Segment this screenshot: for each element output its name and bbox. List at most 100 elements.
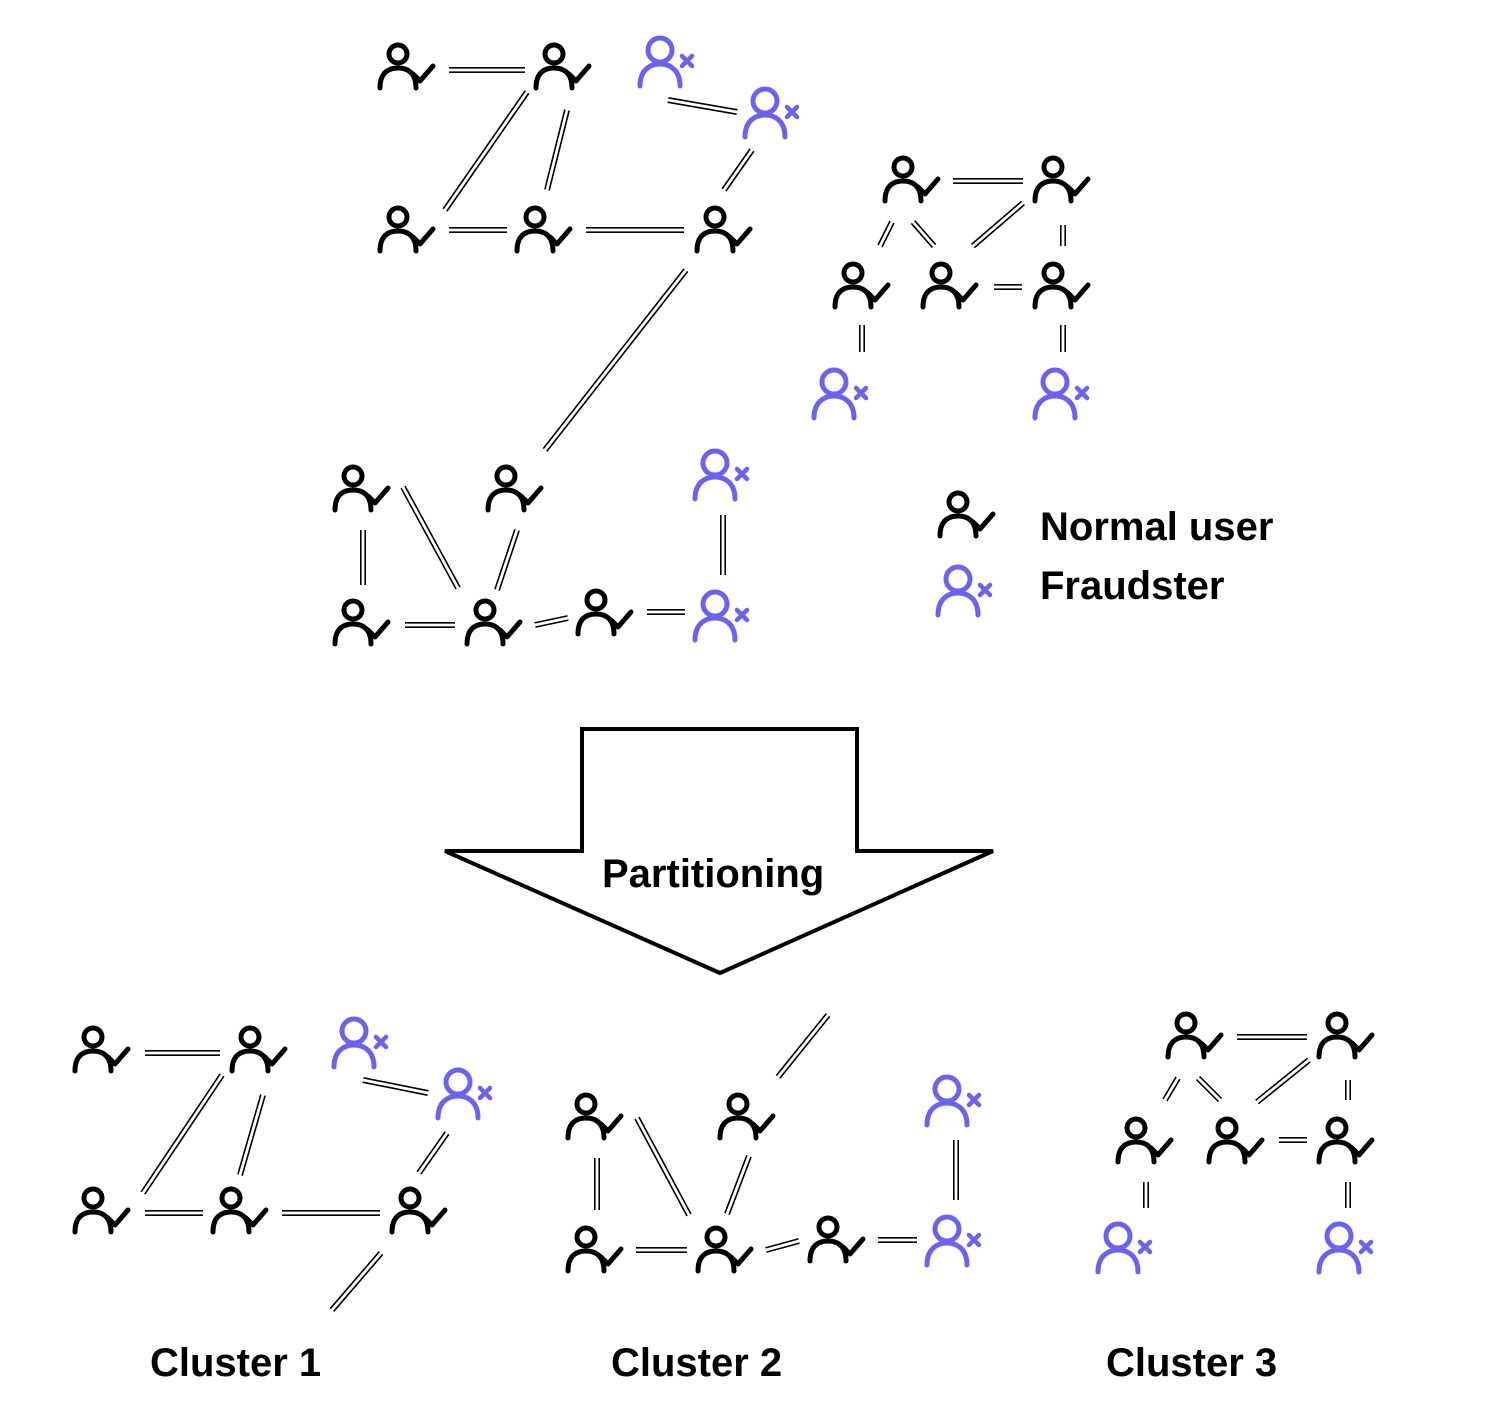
normal-user-icon: [332, 464, 391, 513]
edge: [1279, 1137, 1307, 1143]
partitioning-arrow: [444, 727, 994, 976]
edge: [140, 1073, 225, 1195]
edge: [544, 109, 570, 191]
edge: [636, 1247, 687, 1253]
normal-user-icon: [72, 1025, 131, 1074]
fraudster-icon: [692, 448, 750, 502]
edge: [362, 1077, 429, 1096]
edge: [145, 1050, 220, 1056]
edge: [1143, 1182, 1149, 1208]
normal-user-icon: [464, 598, 523, 647]
normal-user-icon: [832, 261, 891, 310]
legend-fraudster-icon: [935, 564, 993, 618]
fraudster-icon: [1032, 367, 1090, 421]
normal-user-icon: [332, 598, 391, 647]
normal-user-icon: [1165, 1011, 1224, 1060]
normal-user-icon: [377, 42, 436, 91]
edge: [724, 1154, 752, 1216]
edge: [416, 1131, 450, 1175]
normal-user-icon: [210, 1186, 269, 1235]
edge: [542, 268, 689, 452]
normal-user-icon: [514, 205, 573, 254]
normal-user-icon: [533, 42, 592, 91]
normal-user-icon: [389, 1186, 448, 1235]
fraudster-icon: [1095, 1221, 1153, 1275]
edge: [359, 530, 367, 585]
normal-user-icon: [1316, 1116, 1375, 1165]
fraudster-icon: [637, 35, 695, 89]
edge: [1255, 1057, 1311, 1105]
edge: [971, 200, 1025, 249]
fraudster-icon: [692, 589, 750, 643]
normal-user-icon: [575, 588, 634, 637]
edge: [878, 1237, 917, 1243]
fraudster-icon: [435, 1067, 493, 1121]
edge: [400, 485, 461, 590]
fraudster-icon: [1316, 1221, 1374, 1275]
normal-user-icon: [565, 1092, 624, 1141]
edge: [719, 515, 727, 575]
edge: [634, 1116, 692, 1217]
normal-user-icon: [694, 205, 753, 254]
legend-fraud-label: Fraudster: [1040, 564, 1225, 608]
graph-edges: [140, 67, 1351, 1312]
edge: [145, 1210, 203, 1216]
edge: [329, 1251, 384, 1312]
fraudster-icon: [811, 367, 869, 421]
normal-user-icon: [485, 464, 544, 513]
edge: [952, 1140, 960, 1200]
normal-user-icon: [1115, 1116, 1174, 1165]
edge: [1345, 1182, 1351, 1208]
fraudster-icon: [742, 86, 800, 140]
edge: [282, 1210, 380, 1216]
cluster-3-label: Cluster 3: [1106, 1341, 1278, 1385]
edge: [1345, 1080, 1351, 1100]
edge: [647, 608, 685, 616]
cluster-2-label: Cluster 2: [611, 1341, 783, 1385]
normal-user-icon: [1206, 1116, 1265, 1165]
legend-normal-user-icon: [937, 490, 996, 539]
normal-user-icon: [72, 1186, 131, 1235]
normal-user-icon: [229, 1025, 288, 1074]
edge: [721, 148, 755, 192]
fraudster-icon: [924, 1074, 982, 1128]
edge: [449, 227, 507, 233]
edge: [765, 1238, 800, 1253]
edge: [405, 621, 455, 629]
normal-user-icon: [920, 261, 979, 310]
edge: [667, 97, 738, 115]
edge: [442, 90, 530, 212]
normal-user-icon: [807, 1215, 866, 1264]
edge: [910, 220, 937, 248]
edge: [1060, 225, 1066, 246]
edge: [953, 178, 1023, 184]
normal-user-icon: [377, 205, 436, 254]
edge: [1162, 1076, 1181, 1102]
normal-user-icon: [1316, 1011, 1375, 1060]
cluster-1-label: Cluster 1: [150, 1341, 322, 1385]
legend-normal-label: Normal user: [1040, 505, 1274, 549]
edge: [494, 529, 520, 591]
edge: [858, 325, 866, 352]
edge: [1060, 325, 1066, 352]
edge: [1195, 1075, 1223, 1103]
normal-user-icon: [1032, 155, 1091, 204]
edge: [593, 1158, 601, 1210]
edge: [1237, 1034, 1307, 1040]
normal-user-icon: [882, 155, 941, 204]
fraudster-icon: [331, 1016, 389, 1070]
edge: [994, 283, 1022, 291]
fraudster-icon: [924, 1214, 982, 1268]
edge: [877, 220, 895, 248]
edge: [775, 1013, 831, 1079]
edge: [534, 615, 569, 628]
normal-user-icon: [695, 1225, 754, 1274]
edge: [449, 67, 525, 73]
edge: [237, 1094, 266, 1176]
graph-nodes: [72, 35, 1375, 1275]
partitioning-label: Partitioning: [602, 852, 825, 896]
normal-user-icon: [565, 1225, 624, 1274]
normal-user-icon: [1032, 261, 1091, 310]
normal-user-icon: [717, 1092, 776, 1141]
